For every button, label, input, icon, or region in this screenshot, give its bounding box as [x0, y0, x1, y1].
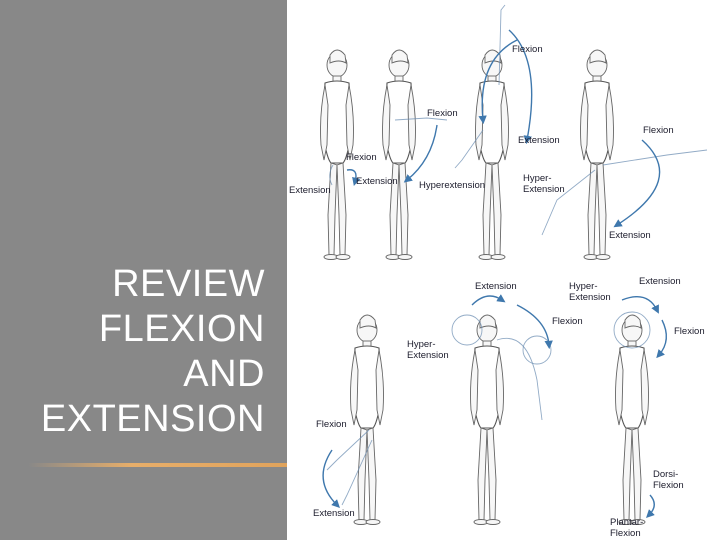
title-line-1: REVIEW: [41, 262, 265, 307]
label-bottom-head-flexion: Flexion: [674, 326, 705, 337]
label-bottom-hyper-left-1: Hyper-: [407, 339, 436, 350]
label-dorsi-2: Flexion: [653, 480, 684, 491]
label-top-hip-flexion: Flexion: [427, 108, 458, 119]
label-top-right-flexion: Flexion: [643, 125, 674, 136]
label-plantar-1: Plantar-: [610, 517, 643, 528]
figure-trunk-flexion: [452, 296, 551, 525]
label-top-knee-flexion: Flexion: [346, 152, 377, 163]
label-dorsi-1: Dorsi-: [653, 469, 678, 480]
label-plantar-2: Flexion: [610, 528, 641, 539]
label-bottom-trunk-flexion: Flexion: [552, 316, 583, 327]
figure-leg-flexion: [542, 50, 707, 260]
label-top-right-extension: Extension: [609, 230, 651, 241]
label-top-shoulder-extension: Extension: [518, 135, 560, 146]
label-bottom-trunk-hyper-2: Extension: [569, 292, 611, 303]
figure-hip-flexion: [383, 50, 448, 260]
label-bottom-trunk-extension: Extension: [475, 281, 517, 292]
anatomy-diagram: Flexion Extension Flexion Flexion Extens…: [287, 0, 720, 540]
label-top-extension-left: Extension: [289, 185, 331, 196]
label-bottom-trunk-hyper-1: Hyper-: [569, 281, 598, 292]
label-top-hyperextension: Hyperextension: [419, 180, 485, 191]
label-top-hyper-2: Extension: [523, 184, 565, 195]
title-line-4: EXTENSION: [41, 397, 265, 442]
label-bottom-hyper-left-2: Extension: [407, 350, 449, 361]
label-top-shoulder-flexion: Flexion: [512, 44, 543, 55]
title-sidebar: REVIEW FLEXION AND EXTENSION: [0, 0, 287, 540]
label-bottom-leg-extension: Extension: [313, 508, 355, 519]
slide-title: REVIEW FLEXION AND EXTENSION: [41, 262, 265, 442]
flexion-extension-illustration: Flexion Extension Flexion Flexion Extens…: [287, 0, 720, 540]
label-bottom-head-extension: Extension: [639, 276, 681, 287]
label-bottom-leg-flexion: Flexion: [316, 419, 347, 430]
title-line-3: AND: [41, 352, 265, 397]
accent-rule: [28, 463, 287, 467]
label-top-knee-extension: Extension: [356, 176, 398, 187]
label-top-hyper-1: Hyper-: [523, 173, 552, 184]
title-line-2: FLEXION: [41, 307, 265, 352]
